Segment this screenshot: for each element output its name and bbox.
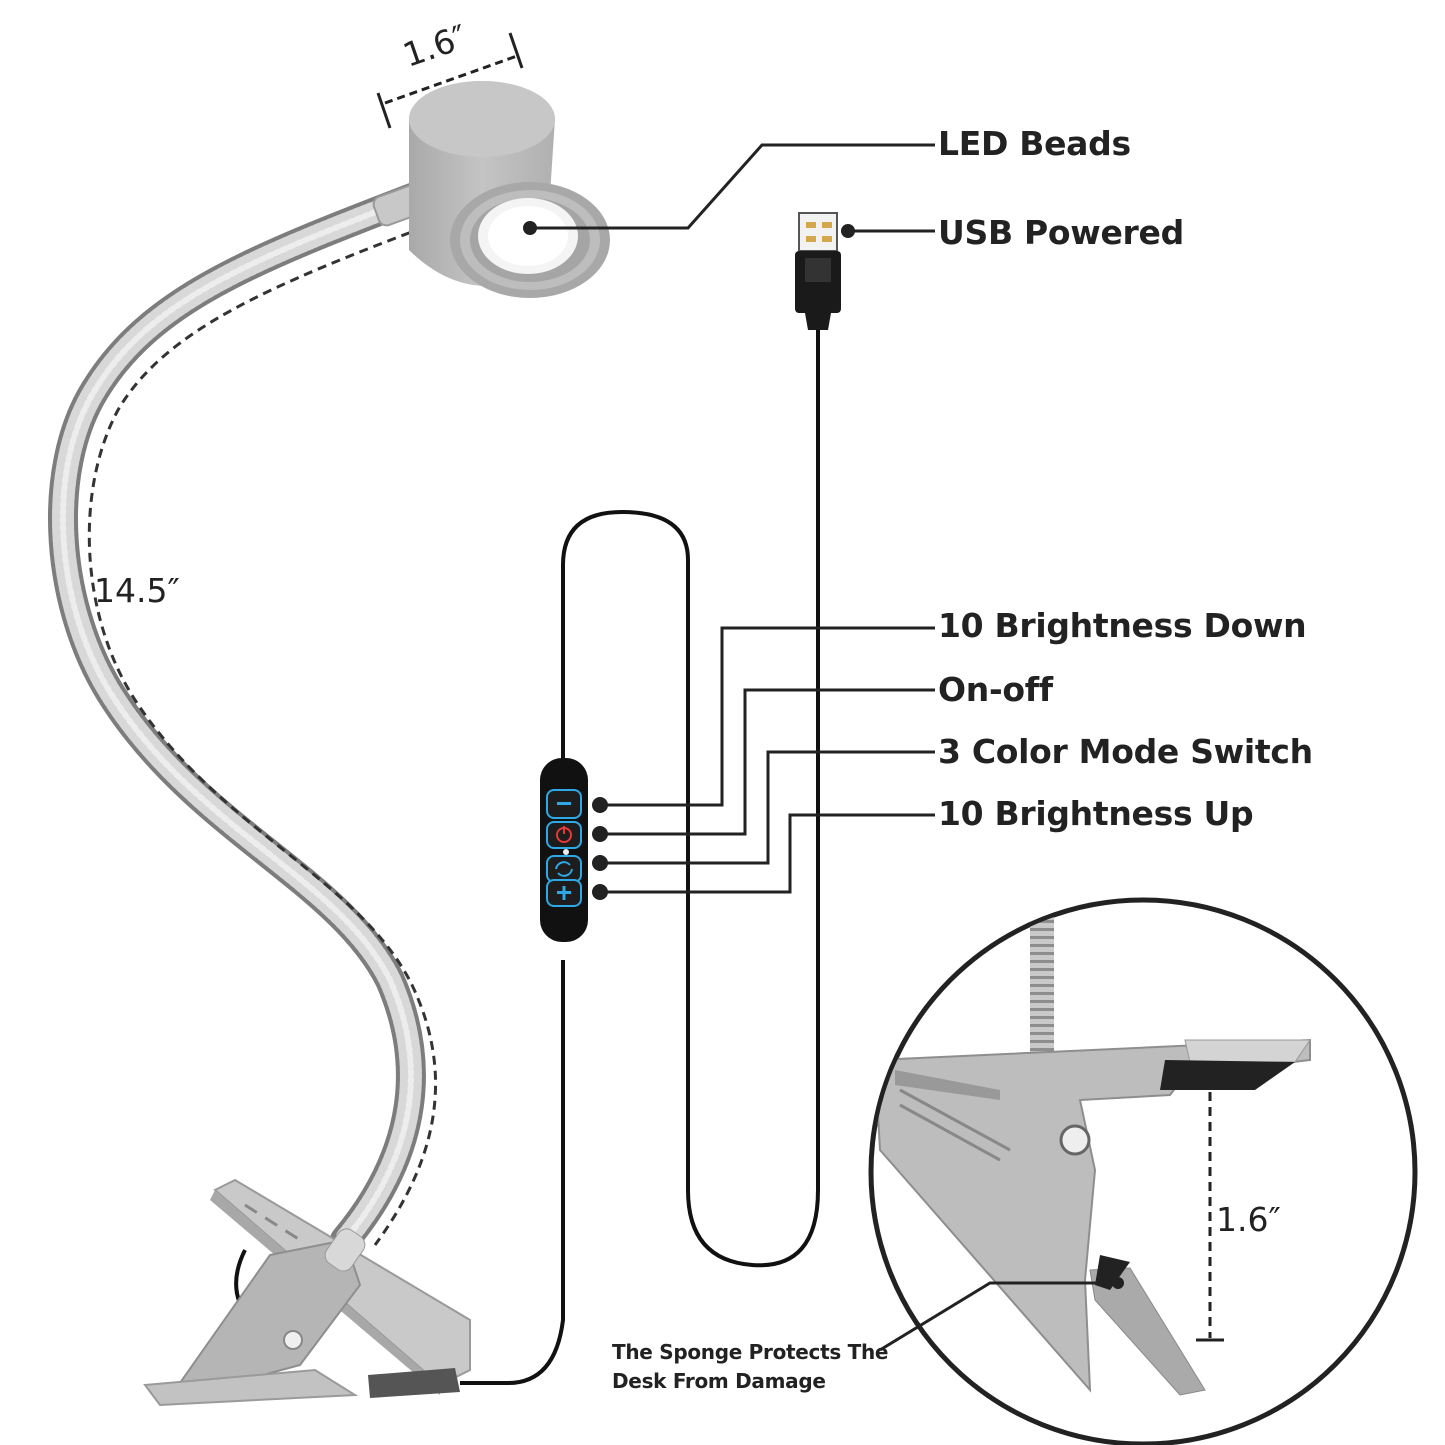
brightness-up-label: 10 Brightness Up <box>938 794 1254 833</box>
sponge-note-line1: The Sponge Protects The <box>612 1340 889 1364</box>
gooseneck <box>48 180 435 1255</box>
power-cable <box>561 330 820 1268</box>
clamp-detail <box>868 897 1418 1445</box>
led-beads-label: LED Beads <box>938 124 1131 163</box>
clamp-opening-value: 1.6″ <box>1216 1200 1281 1239</box>
on-off-label: On-off <box>938 670 1053 709</box>
sponge-note-line2: Desk From Damage <box>612 1369 826 1393</box>
clamp <box>143 1178 471 1407</box>
sponge-leader <box>879 1281 1118 1352</box>
led-beads-leader <box>530 143 935 230</box>
button-leaders <box>600 626 935 894</box>
gooseneck-length-guide <box>87 220 439 1246</box>
usb-powered-label: USB Powered <box>938 213 1184 252</box>
brightness-down-label: 10 Brightness Down <box>938 606 1307 645</box>
head-width-dimension <box>376 32 524 129</box>
inline-switch <box>540 758 588 942</box>
usb-plug <box>795 212 841 330</box>
lamp-head <box>372 81 610 298</box>
power-cable-lower <box>460 960 565 1386</box>
color-mode-label: 3 Color Mode Switch <box>938 732 1313 771</box>
gooseneck-length-value: 14.5″ <box>94 571 180 610</box>
